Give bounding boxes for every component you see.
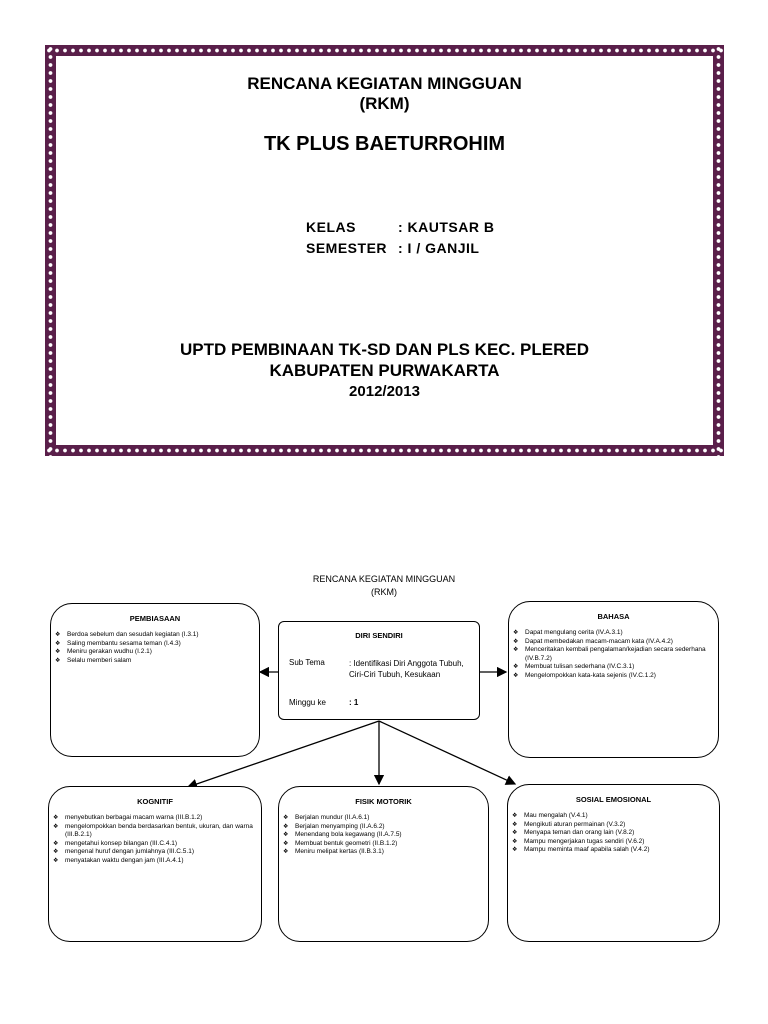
sosial-emosional-box: SOSIAL EMOSIONAL Mau mengalah (V.4.1) Me… [507,784,720,942]
org-line-2: KABUPATEN PURWAKARTA [269,361,500,380]
kognitif-title: KOGNITIF [137,797,173,806]
kelas-label: KELAS [306,219,356,235]
cover-title: RENCANA KEGIATAN MINGGUAN [247,74,522,93]
subtema-value: : Identifikasi Diri Anggota Tubuh, Ciri-… [349,659,464,679]
list-item: Menendang bola kegawang (II.A.7.5) [279,831,488,840]
list-item: Mau mengalah (V.4.1) [508,812,719,821]
kognitif-box: KOGNITIF menyebutkan berbagai macam warn… [48,786,262,942]
list-item: Mengelompokkan kata-kata sejenis (IV.C.1… [509,672,718,681]
cover-frame: RENCANA KEGIATAN MINGGUAN (RKM) TK PLUS … [45,45,724,456]
list-item: Meniru gerakan wudhu (I.2.1) [51,648,259,657]
list-item: mengenal huruf dengan jumlahnya (III.C.5… [49,848,261,857]
list-item: mengetahui konsep bilangan (III.C.4.1) [49,840,261,849]
bahasa-box: BAHASA Dapat mengulang cerita (IV.A.3.1)… [508,601,719,758]
list-item: Selalu memberi salam [51,657,259,666]
list-item: Meniru melipat kertas (II.B.3.1) [279,848,488,857]
sosial-title: SOSIAL EMOSIONAL [575,795,652,804]
semester-label: SEMESTER [306,240,388,256]
cover-subtitle: (RKM) [359,94,410,113]
diagram-subtitle: (RKM) [371,587,397,597]
pembiasaan-box: PEMBIASAAN Berdoa sebelum dan sesudah ke… [50,603,260,757]
list-item: Menceritakan kembali pengalaman/kejadian… [509,646,718,663]
semester-row: SEMESTER : I / GANJIL [306,240,479,256]
minggu-value: : 1 [349,698,359,707]
center-title: DIRI SENDIRI [355,631,403,640]
bahasa-title: BAHASA [597,612,630,621]
diagram-title: RENCANA KEGIATAN MINGGUAN [312,574,456,584]
minggu-label: Minggu ke [289,698,326,707]
pembiasaan-title: PEMBIASAAN [129,614,181,623]
year: 2012/2013 [349,383,420,400]
list-item: Dapat membedakan macam-macam kata (IV.A.… [509,638,718,647]
kelas-value: : KAUTSAR B [398,219,495,235]
list-item: Dapat mengulang cerita (IV.A.3.1) [509,629,718,638]
list-item: Menyapa teman dan orang lain (V.8.2) [508,829,719,838]
org-line-1: UPTD PEMBINAAN TK-SD DAN PLS KEC. PLERED [180,340,589,359]
kelas-row: KELAS : KAUTSAR B [306,219,495,235]
semester-value: : I / GANJIL [398,240,480,256]
list-item: Berdoa sebelum dan sesudah kegiatan (I.3… [51,631,259,640]
list-item: Mampu meminta maaf apabila salah (V.4.2) [508,846,719,855]
fisik-motorik-box: FISIK MOTORIK Berjalan mundur (II.A.6.1)… [278,786,489,942]
list-item: Saling membantu sesama teman (I.4.3) [51,640,259,649]
list-item: Membuat tulisan sederhana (IV.C.3.1) [509,663,718,672]
school-name: TK PLUS BAETURROHIM [263,133,506,155]
list-item: Mampu mengerjakan tugas sendiri (V.6.2) [508,838,719,847]
list-item: mengelompokkan benda berdasarkan bentuk,… [49,823,261,840]
subtema-label: Sub Tema [289,658,325,667]
list-item: Berjalan mundur (II.A.6.1) [279,814,488,823]
center-theme-box: DIRI SENDIRI Sub Tema : Identifikasi Dir… [278,621,480,720]
list-item: menyatakan waktu dengan jam (III.A.4.1) [49,857,261,866]
arrow-to-kognitif [186,720,380,789]
list-item: menyebutkan berbagai macam warna (III.B.… [49,814,261,823]
fisik-title: FISIK MOTORIK [355,797,412,806]
list-item: Membuat bentuk geometri (II.B.1.2) [279,840,488,849]
list-item: Mengikuti aturan permainan (V.3.2) [508,821,719,830]
list-item: Berjalan menyamping (II.A.6.2) [279,823,488,832]
arrow-to-sosial [378,720,517,785]
